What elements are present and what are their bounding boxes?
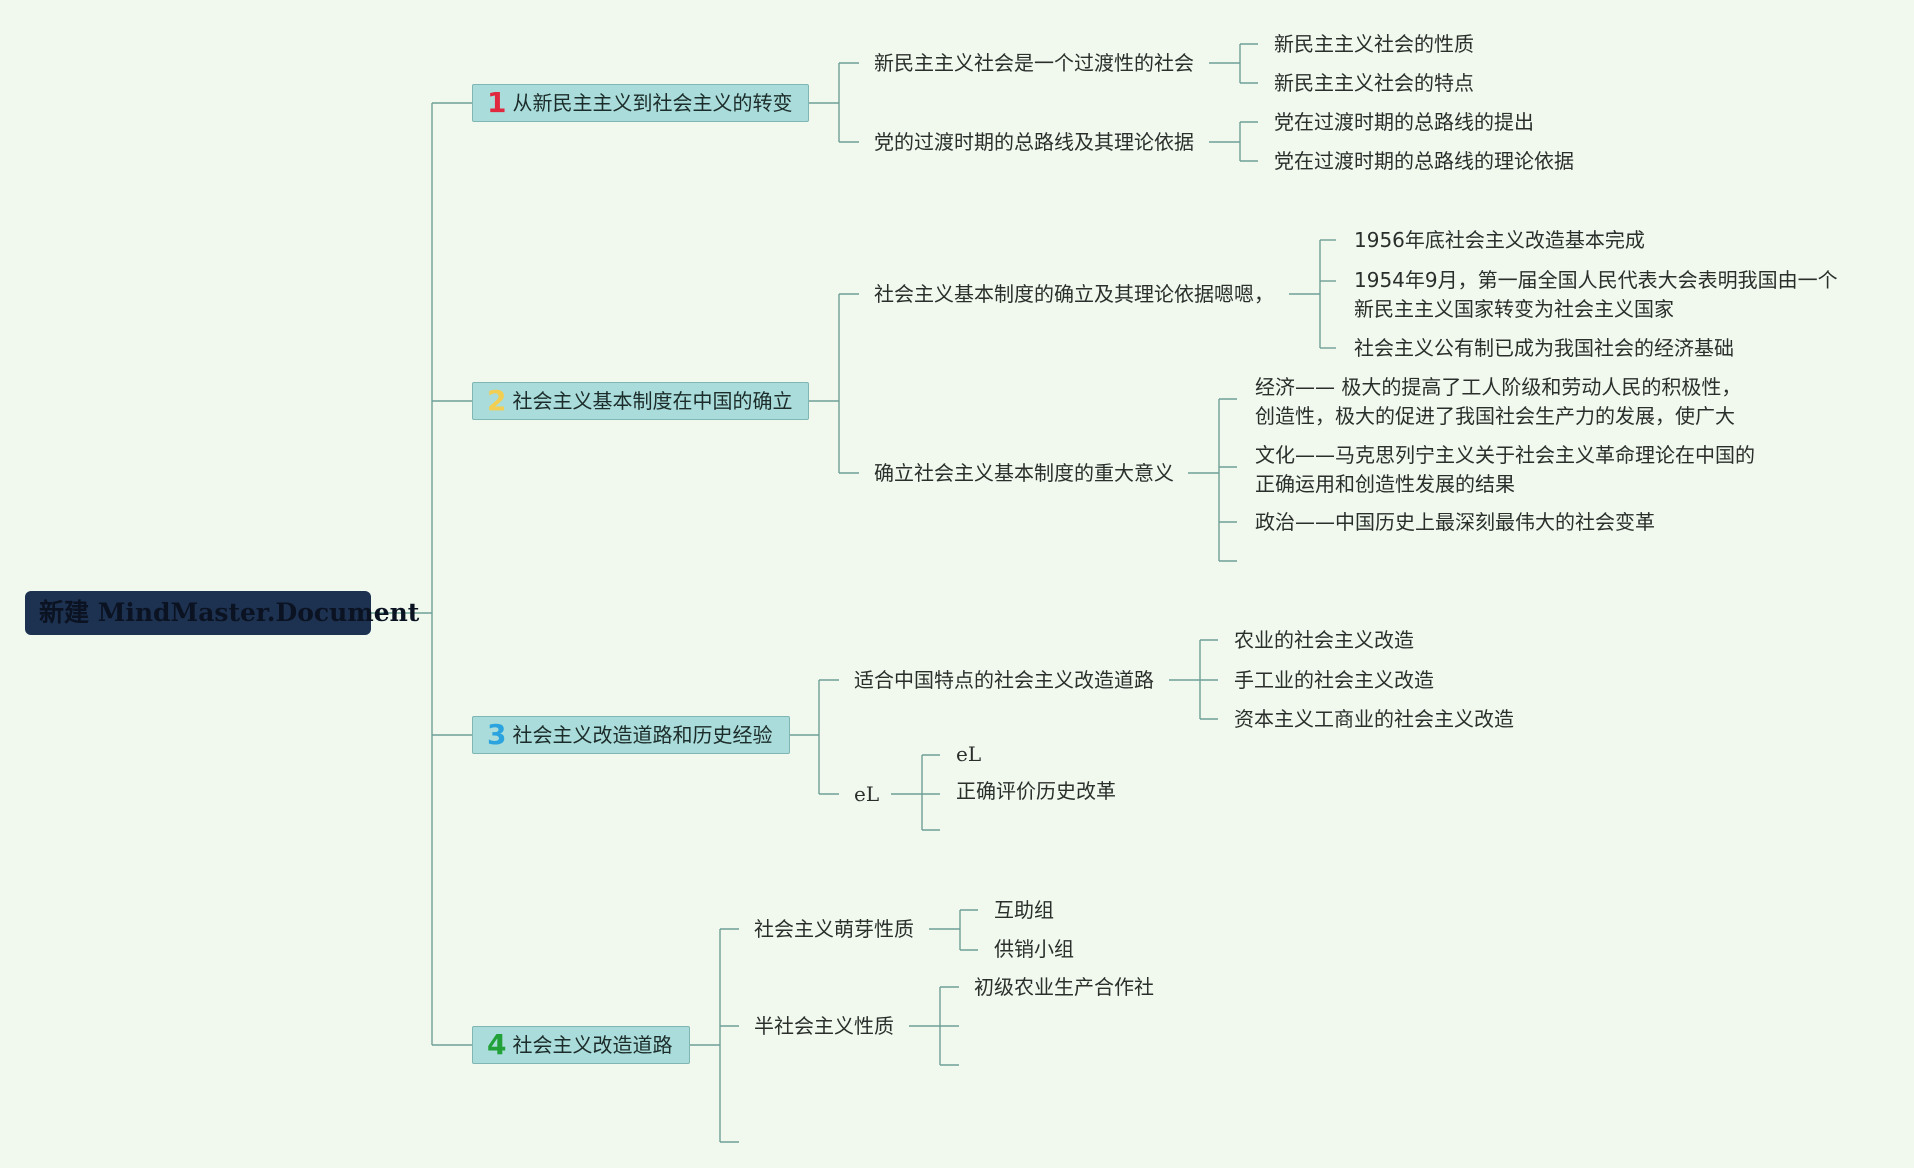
leaf-2-1-2[interactable]: 1954年9月，第一届全国人民代表大会表明我国由一个新民主主义国家转变为社会主义…	[1354, 268, 1838, 321]
topic-number-3: 3	[487, 718, 507, 751]
leaf-2-2-1[interactable]: 经济—— 极大的提高了工人阶级和劳动人民的积极性，创造性，极大的促进了我国社会生…	[1255, 375, 1742, 428]
subtopic-3-1[interactable]: 适合中国特点的社会主义改造道路	[854, 668, 1154, 692]
subtopic-4-2[interactable]: 半社会主义性质	[754, 1014, 894, 1038]
leaf-4-1-2[interactable]: 供销小组	[994, 937, 1074, 961]
leaf-1-2-1[interactable]: 党在过渡时期的总路线的提出	[1274, 110, 1534, 134]
leaf-2-2-3[interactable]: 政治——中国历史上最深刻最伟大的社会变革	[1255, 510, 1655, 534]
topic-number-4: 4	[487, 1028, 507, 1061]
leaf-4-1-1[interactable]: 互助组	[994, 898, 1054, 922]
topic-label-1: 从新民主主义到社会主义的转变	[512, 91, 793, 115]
subtopic-2-2[interactable]: 确立社会主义基本制度的重大意义	[874, 461, 1174, 485]
leaf-1-1-1[interactable]: 新民主主义社会的性质	[1274, 32, 1474, 56]
topic-label-2: 社会主义基本制度在中国的确立	[512, 389, 793, 413]
leaf-3-1-1[interactable]: 农业的社会主义改造	[1234, 628, 1414, 652]
topic-label-4: 社会主义改造道路	[512, 1033, 673, 1057]
leaf-1-1-2[interactable]: 新民主主义社会的特点	[1274, 71, 1474, 95]
leaf-2-1-1[interactable]: 1956年底社会主义改造基本完成	[1354, 228, 1645, 252]
root-topic-label: 新建 MindMaster.Document	[39, 598, 420, 627]
subtopic-3-2[interactable]: eL	[854, 782, 880, 806]
leaf-1-2-2[interactable]: 党在过渡时期的总路线的理论依据	[1274, 149, 1574, 173]
leaf-3-1-2[interactable]: 手工业的社会主义改造	[1234, 668, 1434, 692]
leaf-4-2-1[interactable]: 初级农业生产合作社	[974, 975, 1154, 999]
subtopic-2-1[interactable]: 社会主义基本制度的确立及其理论依据嗯嗯，	[874, 282, 1274, 306]
subtopic-4-1[interactable]: 社会主义萌芽性质	[754, 917, 914, 941]
leaf-3-2-1[interactable]: eL	[956, 742, 982, 766]
leaf-3-2-2[interactable]: 正确评价历史改革	[956, 779, 1116, 803]
leaf-2-2-2[interactable]: 文化——马克思列宁主义关于社会主义革命理论在中国的正确运用和创造性发展的结果	[1255, 443, 1755, 496]
root-topic[interactable]: 新建 MindMaster.Document	[25, 591, 419, 635]
topic-number-1: 1	[487, 86, 507, 119]
leaf-3-1-3[interactable]: 资本主义工商业的社会主义改造	[1234, 707, 1514, 731]
subtopic-1-2[interactable]: 党的过渡时期的总路线及其理论依据	[874, 130, 1194, 154]
subtopic-1-1[interactable]: 新民主主义社会是一个过渡性的社会	[874, 51, 1194, 75]
topic-number-2: 2	[487, 384, 507, 417]
topic-label-3: 社会主义改造道路和历史经验	[512, 723, 773, 747]
leaf-2-1-3[interactable]: 社会主义公有制已成为我国社会的经济基础	[1354, 336, 1734, 360]
